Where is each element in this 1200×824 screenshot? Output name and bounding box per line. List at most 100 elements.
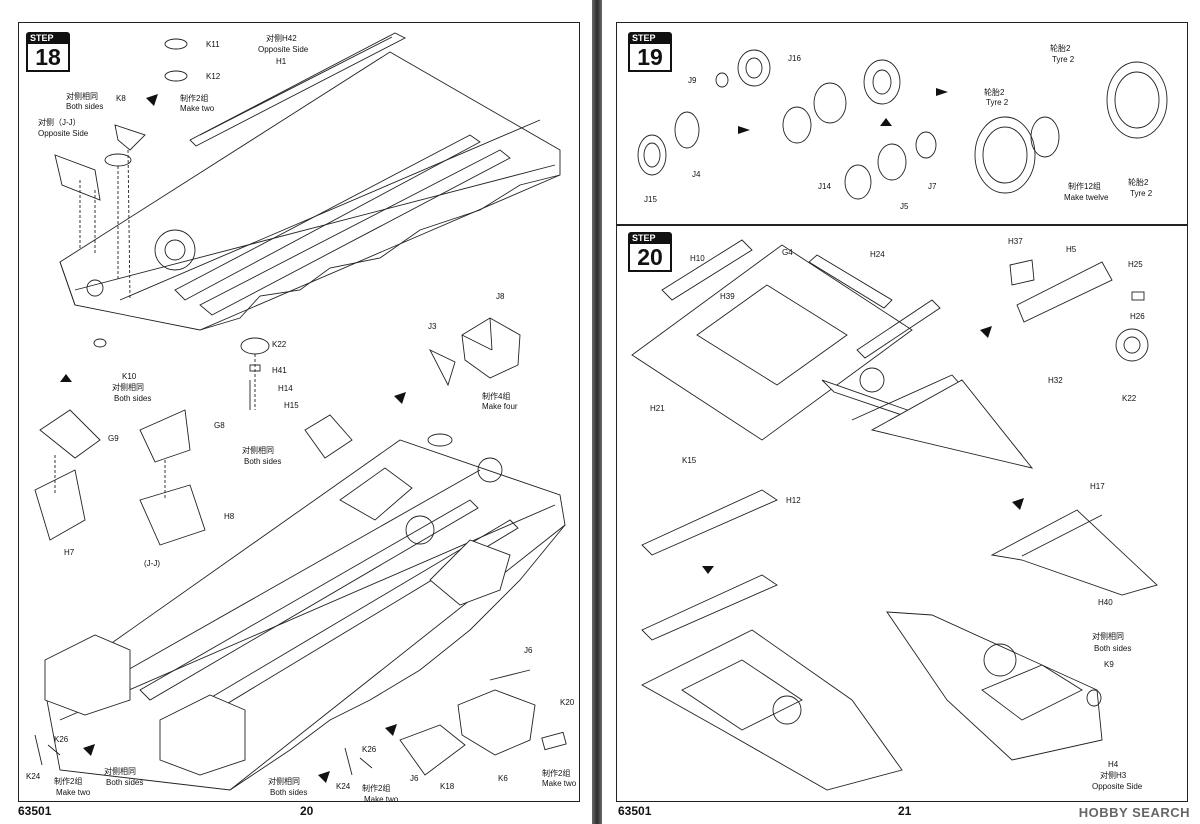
k24-part-mid (344, 747, 353, 776)
label-left-make-en: Make two (56, 788, 91, 797)
label-j3: J3 (428, 322, 437, 331)
label-left-both-en: Both sides (106, 778, 144, 787)
label-k24-mid: K24 (336, 782, 351, 791)
j6-strip (489, 669, 531, 681)
label-g8: G8 (214, 421, 225, 430)
label-opp-h3-cn: 对侧H3 (1100, 771, 1127, 780)
label-k15: K15 (682, 456, 697, 465)
label-make-four-en: Make four (482, 402, 518, 411)
label-h8: H8 (224, 512, 235, 521)
wheel-right-upper (863, 59, 901, 105)
label-j15: J15 (644, 195, 657, 204)
step20-frame (616, 224, 1188, 802)
label-tyre2b-en: Tyre 2 (986, 98, 1009, 107)
step20-badge: STEP 20 (628, 232, 672, 272)
footer-page-number-right: 21 (898, 804, 912, 818)
label-j14: J14 (818, 182, 831, 191)
label-tyre2b-cn: 轮胎2 (984, 88, 1005, 97)
footer-code: 63501 (18, 804, 52, 818)
k6-box (457, 689, 536, 756)
g8-plate (139, 409, 191, 463)
j9-part (715, 72, 729, 88)
label-h7: H7 (64, 548, 75, 557)
label-k22-right: K22 (1122, 394, 1137, 403)
label-k9: K9 (1104, 660, 1114, 669)
tyre-right (1106, 61, 1168, 139)
label-tyre2a-cn: 轮胎2 (1050, 44, 1071, 53)
label-k10-both-cn: 对侧相同 (112, 383, 144, 392)
jj-plate (54, 154, 101, 201)
step19-badge: STEP 19 (628, 32, 672, 72)
label-j4: J4 (692, 170, 701, 179)
label-h41: H41 (272, 366, 287, 375)
chassis-assembled-left (641, 629, 903, 791)
label-j16: J16 (788, 54, 801, 63)
label-h17: H17 (1090, 482, 1105, 491)
step-number: 18 (26, 44, 70, 72)
label-h4: H4 (1108, 760, 1119, 769)
label-k6-make-cn: 制作2组 (542, 769, 571, 778)
step20-number: 20 (628, 244, 672, 272)
k11-disc (164, 38, 188, 50)
label-k24-left: K24 (26, 772, 41, 781)
label-both-en-right: Both sides (1094, 644, 1132, 653)
tyre-left (974, 116, 1060, 194)
wheel-rim-j15 (637, 134, 667, 176)
wheel-rim-j4 (674, 111, 700, 149)
step19-frame (616, 22, 1188, 226)
label-j6: J6 (410, 774, 419, 783)
label-h39: H39 (720, 292, 735, 301)
label-j9: J9 (688, 76, 697, 85)
label-jj: (J-J) (144, 559, 160, 568)
label-make-two-top-en: Make two (180, 104, 215, 113)
step18-frame (18, 22, 580, 802)
chassis-frame (631, 239, 1034, 469)
step19-number: 19 (628, 44, 672, 72)
label-opp-jj-cn: 对侧（J-J） (38, 118, 81, 127)
label-k22: K22 (272, 340, 287, 349)
h1-rail (189, 32, 406, 147)
label-k20: K20 (560, 698, 575, 707)
wheel-hub-j16 (737, 49, 771, 87)
step18-drawing (34, 32, 567, 791)
label-both-cn-right: 对侧相同 (1092, 632, 1124, 641)
label-k11: K11 (206, 40, 220, 49)
k8-bracket (104, 124, 146, 301)
label-h12: H12 (786, 496, 801, 505)
label-mid-make-cn: 制作2组 (362, 784, 391, 793)
hobby-search-watermark: HOBBY SEARCH (1078, 805, 1190, 820)
chassis-assembled-right (886, 611, 1103, 761)
trailer-bed-lower (44, 433, 566, 791)
k22-assembly (240, 337, 270, 410)
label-tyre2c-cn: 轮胎2 (1128, 178, 1149, 187)
label-make-four-cn: 制作4组 (482, 392, 511, 401)
label-make12-en: Make twelve (1064, 193, 1109, 202)
wedge-part (304, 414, 353, 459)
h8-plate (139, 484, 206, 546)
k24-part-left (34, 734, 43, 766)
label-g9: G9 (108, 434, 119, 443)
label-j8: J8 (496, 292, 505, 301)
label-tyre2c-en: Tyre 2 (1130, 189, 1153, 198)
assembly-arrows (60, 94, 406, 783)
k18-plate (399, 724, 466, 776)
trailer-bed-upper (59, 51, 561, 331)
label-k12: K12 (206, 72, 221, 81)
label-h26: H26 (1130, 312, 1145, 321)
label-both-cn: 对侧相同 (66, 92, 98, 101)
label-h32: H32 (1048, 376, 1063, 385)
label-j5: J5 (900, 202, 909, 211)
label-k6-make-en: Make two (542, 779, 577, 788)
label-k8: K8 (116, 94, 126, 103)
label-left-make-cn: 制作2组 (54, 777, 83, 786)
label-g4: G4 (782, 248, 793, 257)
label-k6: K6 (498, 774, 508, 783)
label-h14: H14 (278, 384, 293, 393)
j14-part (844, 164, 872, 200)
label-h1: H1 (276, 57, 287, 66)
j3-plate (428, 349, 456, 387)
footer-page-number: 20 (300, 804, 314, 818)
label-mid-bottom-both-en: Both sides (270, 788, 308, 797)
label-k18: K18 (440, 782, 455, 791)
label-k10: K10 (122, 372, 137, 381)
